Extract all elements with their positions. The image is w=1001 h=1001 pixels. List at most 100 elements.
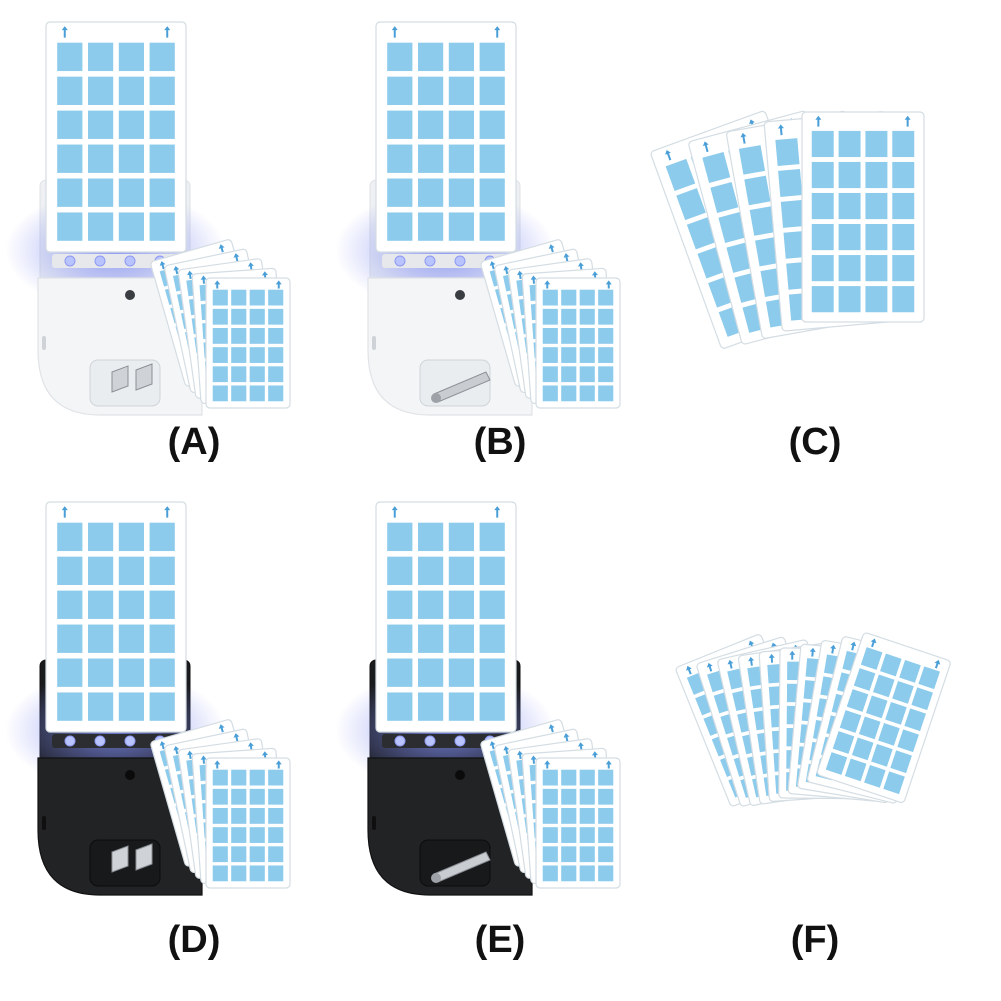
refill-cards-illustration-c bbox=[650, 110, 925, 349]
arrow-up-icon bbox=[830, 644, 837, 654]
plug-prong-icon bbox=[135, 363, 153, 391]
arrow-up-icon bbox=[391, 26, 398, 38]
uv-light-icon bbox=[94, 735, 106, 747]
arrow-up-icon bbox=[748, 656, 755, 666]
arrow-up-icon bbox=[904, 115, 911, 127]
glue-card-main bbox=[375, 501, 517, 733]
arrow-up-icon bbox=[159, 261, 166, 270]
uv-light-icon bbox=[64, 255, 76, 267]
arrow-up-icon bbox=[159, 741, 166, 750]
arrow-up-icon bbox=[218, 244, 225, 253]
device-housing bbox=[367, 757, 533, 896]
glue-card-main bbox=[45, 21, 187, 253]
arrow-up-icon bbox=[850, 641, 857, 651]
arrow-up-icon bbox=[870, 638, 877, 648]
arrow-up-icon bbox=[934, 659, 941, 669]
product-panel-f bbox=[675, 610, 995, 870]
arrow-up-icon bbox=[530, 275, 537, 284]
device-illustration-b bbox=[335, 21, 621, 416]
arrow-up-icon bbox=[577, 742, 584, 751]
arrow-up-icon bbox=[789, 650, 796, 660]
arrow-up-icon bbox=[200, 755, 207, 764]
arrow-up-icon bbox=[544, 760, 551, 769]
arrow-up-icon bbox=[247, 262, 254, 271]
device-housing bbox=[37, 757, 203, 896]
arrow-up-icon bbox=[164, 506, 171, 518]
arrow-up-icon bbox=[740, 132, 747, 144]
product-panel-a bbox=[5, 20, 360, 430]
arrow-up-icon bbox=[686, 665, 692, 675]
refill-card bbox=[205, 757, 291, 889]
refill-card bbox=[535, 757, 621, 889]
arrow-up-icon bbox=[214, 760, 221, 769]
panel-label-f: (F) bbox=[790, 919, 840, 961]
arrow-up-icon bbox=[517, 750, 523, 760]
arrow-up-icon bbox=[768, 653, 775, 663]
arrow-up-icon bbox=[727, 659, 734, 669]
arrow-up-icon bbox=[233, 733, 240, 742]
arrow-up-icon bbox=[233, 253, 240, 262]
arrow-up-icon bbox=[494, 26, 501, 38]
uv-light-icon bbox=[424, 735, 436, 747]
arrow-up-icon bbox=[503, 265, 510, 275]
arrow-up-icon bbox=[61, 26, 68, 38]
glue-card-main bbox=[45, 501, 187, 733]
arrow-up-icon bbox=[592, 751, 599, 760]
plug-prong-icon bbox=[111, 845, 129, 873]
uv-light-icon bbox=[64, 735, 76, 747]
uv-light-icon bbox=[94, 255, 106, 267]
arrow-up-icon bbox=[218, 724, 225, 733]
arrow-up-icon bbox=[262, 271, 269, 280]
arrow-up-icon bbox=[164, 26, 171, 38]
uv-light-icon bbox=[394, 255, 406, 267]
arrow-up-icon bbox=[494, 506, 501, 518]
product-panel-b bbox=[335, 20, 690, 430]
arrow-up-icon bbox=[592, 271, 599, 280]
uv-light-icon bbox=[124, 735, 136, 747]
arrow-up-icon bbox=[702, 141, 709, 153]
refill-card bbox=[535, 277, 621, 409]
arrow-up-icon bbox=[577, 262, 584, 271]
arrow-up-icon bbox=[548, 724, 555, 733]
arrow-up-icon bbox=[815, 115, 822, 127]
arrow-up-icon bbox=[548, 244, 555, 253]
arrow-up-icon bbox=[187, 750, 193, 760]
arrow-up-icon bbox=[275, 760, 282, 769]
arrow-up-icon bbox=[706, 662, 713, 672]
uv-light-icon bbox=[424, 255, 436, 267]
arrow-up-icon bbox=[544, 280, 551, 289]
plug-prong-icon bbox=[135, 843, 153, 871]
arrow-up-icon bbox=[605, 280, 612, 289]
glue-card-main bbox=[375, 21, 517, 253]
arrow-up-icon bbox=[262, 751, 269, 760]
arrow-up-icon bbox=[503, 745, 510, 755]
arrow-up-icon bbox=[665, 149, 672, 161]
arrow-up-icon bbox=[563, 733, 570, 742]
product-panel-c bbox=[650, 80, 990, 400]
refill-card bbox=[801, 111, 925, 323]
arrow-up-icon bbox=[563, 253, 570, 262]
device-housing bbox=[367, 277, 533, 416]
arrow-up-icon bbox=[809, 647, 816, 657]
panel-label-e: (E) bbox=[474, 919, 526, 961]
arrow-up-icon bbox=[489, 741, 496, 750]
device-illustration-d bbox=[5, 501, 291, 896]
uv-light-icon bbox=[454, 735, 466, 747]
arrow-up-icon bbox=[275, 280, 282, 289]
uv-light-icon bbox=[454, 255, 466, 267]
arrow-up-icon bbox=[173, 745, 180, 755]
arrow-up-icon bbox=[61, 506, 68, 518]
device-illustration-e bbox=[335, 501, 621, 896]
arrow-up-icon bbox=[517, 270, 523, 280]
device-illustration-a bbox=[5, 21, 291, 416]
arrow-up-icon bbox=[605, 760, 612, 769]
panel-label-d: (D) bbox=[167, 919, 221, 961]
arrow-up-icon bbox=[200, 275, 207, 284]
product-panel-d bbox=[5, 500, 360, 910]
arrow-up-icon bbox=[187, 270, 193, 280]
arrow-up-icon bbox=[247, 742, 254, 751]
arrow-up-icon bbox=[489, 261, 496, 270]
product-panel-e bbox=[335, 500, 690, 910]
arrow-up-icon bbox=[391, 506, 398, 518]
panel-label-c: (C) bbox=[788, 421, 842, 463]
